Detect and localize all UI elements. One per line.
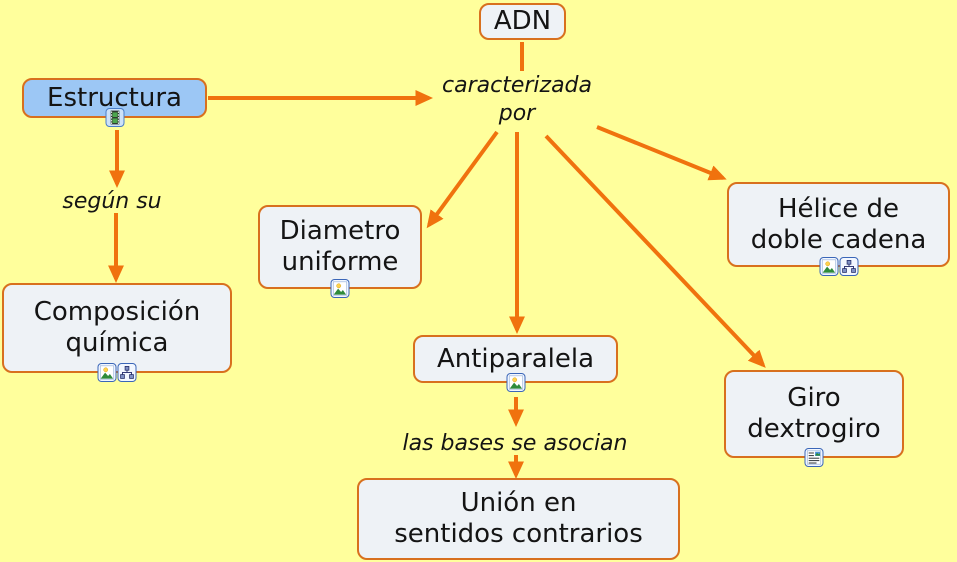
linking-phrase-text: según su bbox=[62, 189, 162, 214]
linking-phrase-text: por bbox=[498, 100, 536, 126]
concept-node-composicion-quimica[interactable]: Composición química bbox=[2, 283, 232, 382]
node-label: química bbox=[65, 328, 169, 358]
linking-phrase-text: las bases se asocian bbox=[402, 431, 628, 456]
edge-caracterizada-por-to-giro-dextrogiro bbox=[544, 134, 766, 368]
linking-phrase-text: caracterizada bbox=[442, 73, 592, 98]
node-label: Composición bbox=[33, 297, 201, 328]
tree-icon[interactable] bbox=[839, 257, 858, 276]
resource-icons bbox=[506, 373, 525, 392]
resource-icons bbox=[330, 279, 350, 298]
edge-caracterizada-por-to-diametro-uniforme bbox=[426, 130, 499, 229]
concept-node-antiparalela[interactable]: Antiparalela bbox=[413, 335, 618, 392]
concept-node-diametro-uniforme[interactable]: Diametro uniforme bbox=[258, 205, 422, 298]
concept-node-estructura[interactable]: Estructura bbox=[22, 78, 207, 127]
video-icon[interactable] bbox=[105, 108, 124, 127]
resource-icons bbox=[804, 448, 824, 467]
image-icon[interactable] bbox=[97, 363, 117, 382]
node-label: uniforme bbox=[281, 247, 399, 277]
image-icon[interactable] bbox=[819, 257, 838, 276]
resource-icons bbox=[97, 363, 137, 382]
concept-node-union-sentidos-contrarios[interactable]: Unión en sentidos contrarios bbox=[357, 478, 680, 560]
linking-phrase-caracterizada-por[interactable]: caracterizada por bbox=[442, 72, 592, 127]
node-label: Unión en bbox=[460, 488, 577, 519]
node-label: Diametro bbox=[279, 216, 401, 247]
concept-node-giro-dextrogiro[interactable]: Giro dextrogiro bbox=[724, 370, 904, 467]
image-icon[interactable] bbox=[330, 279, 350, 298]
linking-phrase-las-bases-se-asocian[interactable]: las bases se asocian bbox=[403, 430, 628, 458]
node-label: Hélice de bbox=[777, 193, 900, 224]
linking-phrase-segun-su[interactable]: según su bbox=[62, 188, 161, 216]
resource-icons bbox=[105, 108, 124, 127]
edge-caracterizada-por-to-helice-doble-cadena bbox=[596, 125, 727, 181]
document-icon[interactable] bbox=[804, 448, 824, 467]
node-label: dextrogiro bbox=[747, 414, 881, 444]
concept-node-adn[interactable]: ADN bbox=[479, 3, 566, 40]
node-label: sentidos contrarios bbox=[394, 519, 643, 549]
resource-icons bbox=[819, 257, 858, 276]
node-label: Estructura bbox=[47, 82, 182, 113]
image-icon[interactable] bbox=[506, 373, 525, 392]
tree-icon[interactable] bbox=[117, 363, 137, 382]
node-label: Giro bbox=[787, 383, 841, 414]
node-label: doble cadena bbox=[750, 224, 927, 255]
node-label: Antiparalela bbox=[436, 343, 595, 374]
node-label: ADN bbox=[493, 6, 552, 37]
concept-node-helice-doble-cadena[interactable]: Hélice de doble cadena bbox=[727, 182, 950, 276]
